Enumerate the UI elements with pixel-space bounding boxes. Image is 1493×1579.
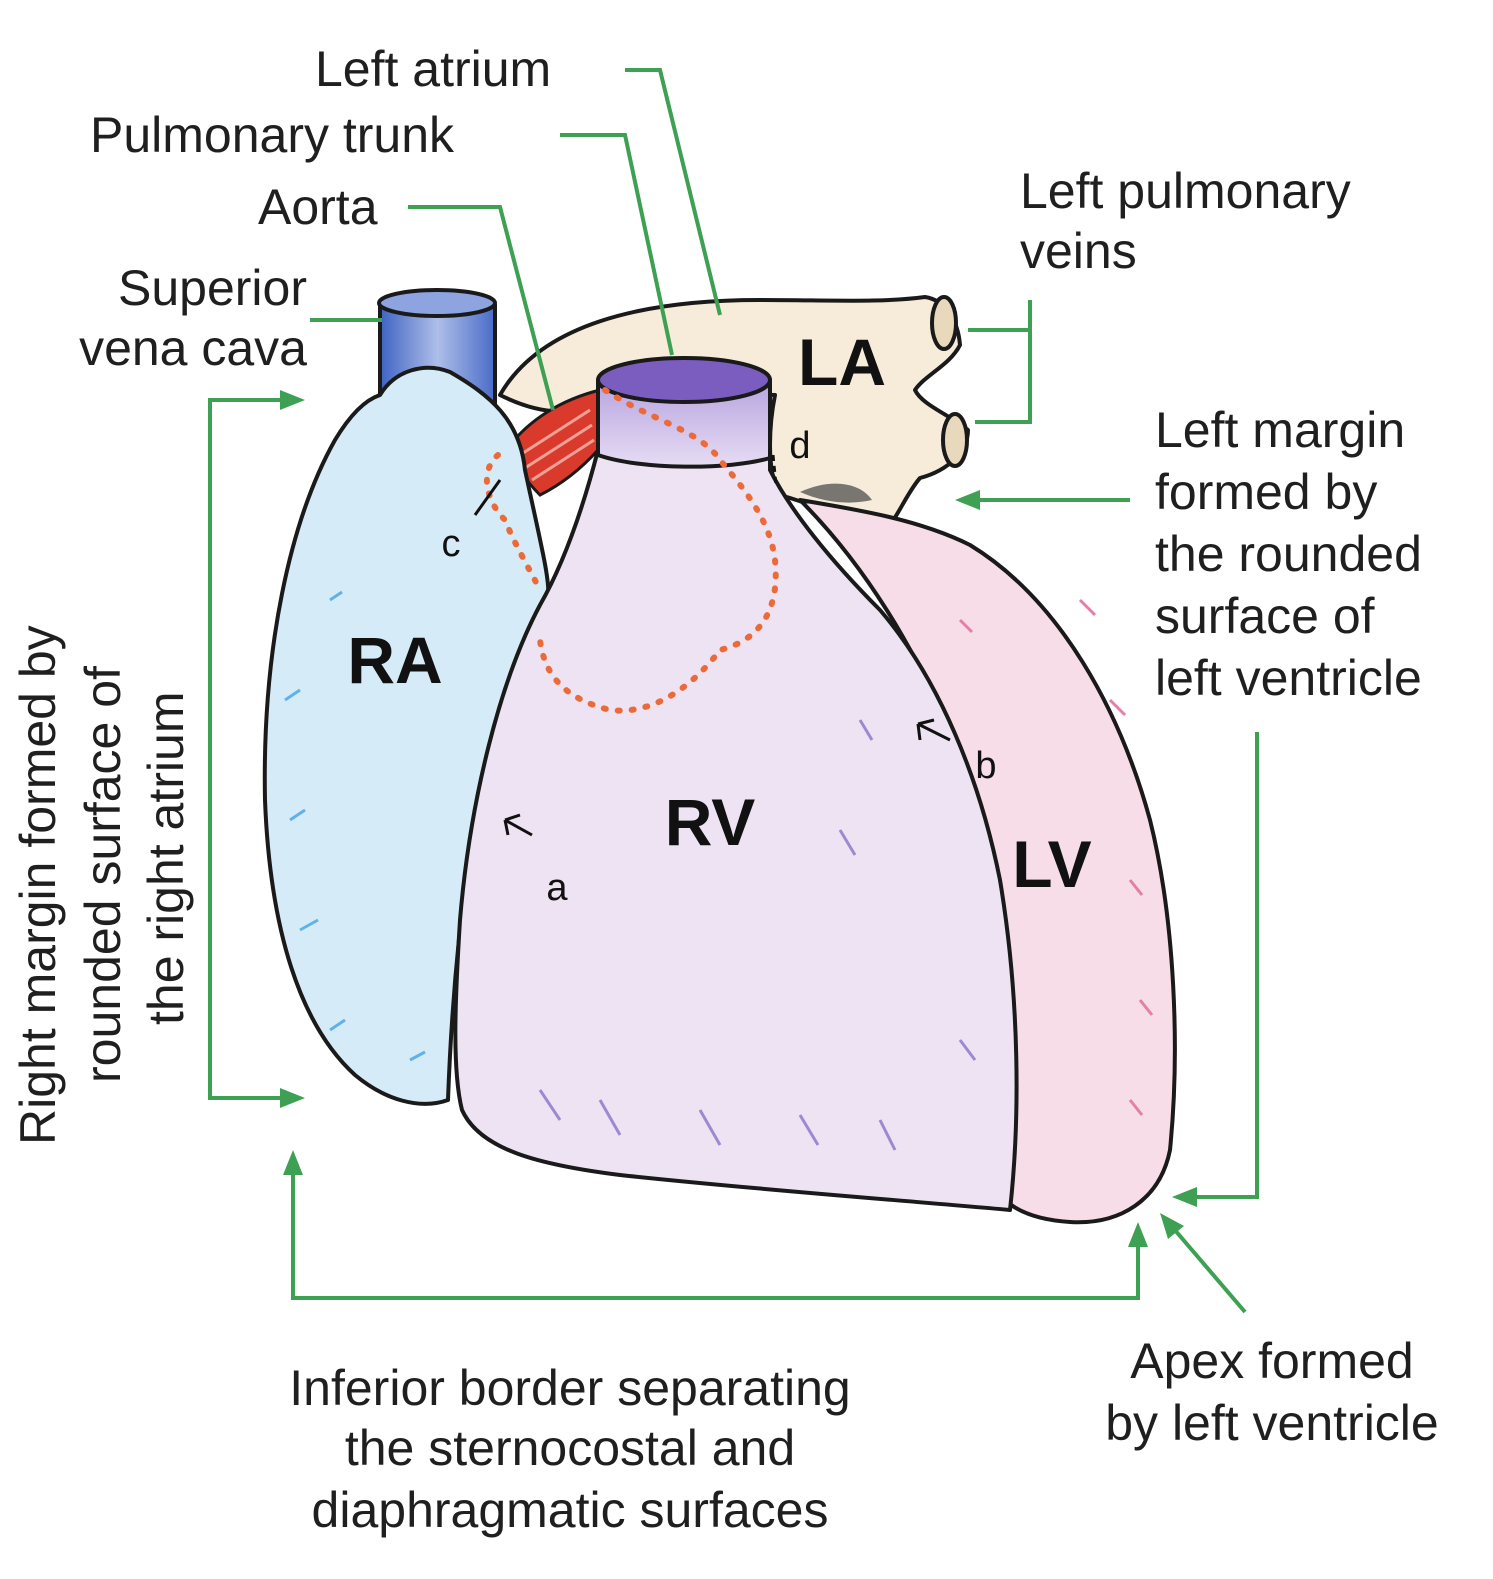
label-left-margin-3: the rounded [1155, 526, 1422, 582]
labels: Left atrium Pulmonary trunk Aorta Superi… [10, 41, 1439, 1538]
left-atrium-shadow [800, 483, 872, 503]
leader-inferior-border-arrow-right [1128, 1222, 1148, 1247]
chamber-label-ra: RA [347, 623, 442, 697]
label-left-margin-2: formed by [1155, 464, 1377, 520]
leader-left-ventricle-margin-arrow [1172, 1187, 1197, 1207]
label-inferior-border-2: the sternocostal and [345, 1420, 795, 1476]
marker-label-a: a [546, 867, 568, 909]
left-pulmonary-vein-upper [930, 295, 958, 351]
label-inferior-border-3: diaphragmatic surfaces [312, 1482, 829, 1538]
dotted-outline-right-atrium [483, 452, 543, 593]
label-inferior-border-1: Inferior border separating [289, 1360, 850, 1416]
leader-inferior-border-arrow-left [283, 1150, 303, 1175]
label-right-margin-3: the right atrium [138, 692, 194, 1025]
right-atrium-hatching [284, 590, 426, 1062]
chamber-label-rv: RV [665, 785, 756, 859]
marker-label-c: c [442, 523, 461, 565]
dotted-outline-pulmonary-trunk [537, 387, 779, 714]
chamber-label-lv: LV [1012, 827, 1091, 901]
marker-b-arrow [916, 718, 951, 742]
superior-vena-cava-opening [377, 288, 497, 318]
leader-inferior-border [291, 1160, 1140, 1300]
leader-left-ventricle-margin [1180, 732, 1259, 1199]
marker-label-b: b [975, 745, 996, 787]
right-atrium-shape [262, 365, 551, 1106]
leader-left-pulmonary-veins [968, 300, 1032, 424]
label-right-margin-1: Right margin formed by [10, 625, 66, 1145]
marker-d-tick [771, 454, 778, 486]
leader-right-margin [208, 398, 300, 1100]
heart-illustration [262, 288, 1177, 1225]
label-superior-vena-cava-2: vena cava [79, 320, 307, 376]
label-left-margin-4: surface of [1155, 588, 1375, 644]
label-apex-1: Apex formed [1130, 1333, 1413, 1389]
leader-apex [1166, 1220, 1247, 1314]
label-right-margin-2: rounded surface of [75, 666, 131, 1083]
label-left-margin-1: Left margin [1155, 402, 1405, 458]
pulmonary-trunk-shape [596, 378, 772, 469]
marker-a-arrow [503, 813, 533, 837]
leader-pulmonary-trunk [560, 133, 674, 356]
left-ventricle-hatching [958, 598, 1154, 1116]
label-superior-vena-cava-1: Superior [118, 260, 307, 316]
chamber-label-la: LA [798, 325, 886, 399]
aorta-hatching [519, 408, 595, 482]
label-pulmonary-trunk: Pulmonary trunk [90, 107, 455, 163]
pulmonary-trunk-opening [596, 356, 772, 404]
label-left-pulmonary-veins-1: Left pulmonary [1020, 163, 1351, 219]
label-left-atrium: Left atrium [315, 41, 551, 97]
leader-right-margin-arrow-bottom [280, 1088, 305, 1108]
label-left-pulmonary-veins-2: veins [1020, 223, 1137, 279]
marker-c-tick [473, 479, 502, 516]
left-pulmonary-vein-lower [941, 412, 969, 468]
label-apex-2: by left ventricle [1105, 1395, 1438, 1451]
label-left-margin-5: left ventricle [1155, 650, 1422, 706]
leader-aorta [408, 205, 555, 411]
leader-apex-arrow [1160, 1213, 1184, 1239]
right-ventricle-hatching [538, 719, 977, 1151]
leader-right-margin-arrow-top [280, 390, 305, 410]
leader-left-atrium [625, 68, 722, 316]
right-ventricle-shape [453, 383, 1019, 1212]
leader-left-margin-arrow [955, 490, 980, 510]
label-aorta: Aorta [258, 179, 378, 235]
leader-lines [208, 68, 1259, 1314]
marker-label-d: d [789, 425, 810, 467]
